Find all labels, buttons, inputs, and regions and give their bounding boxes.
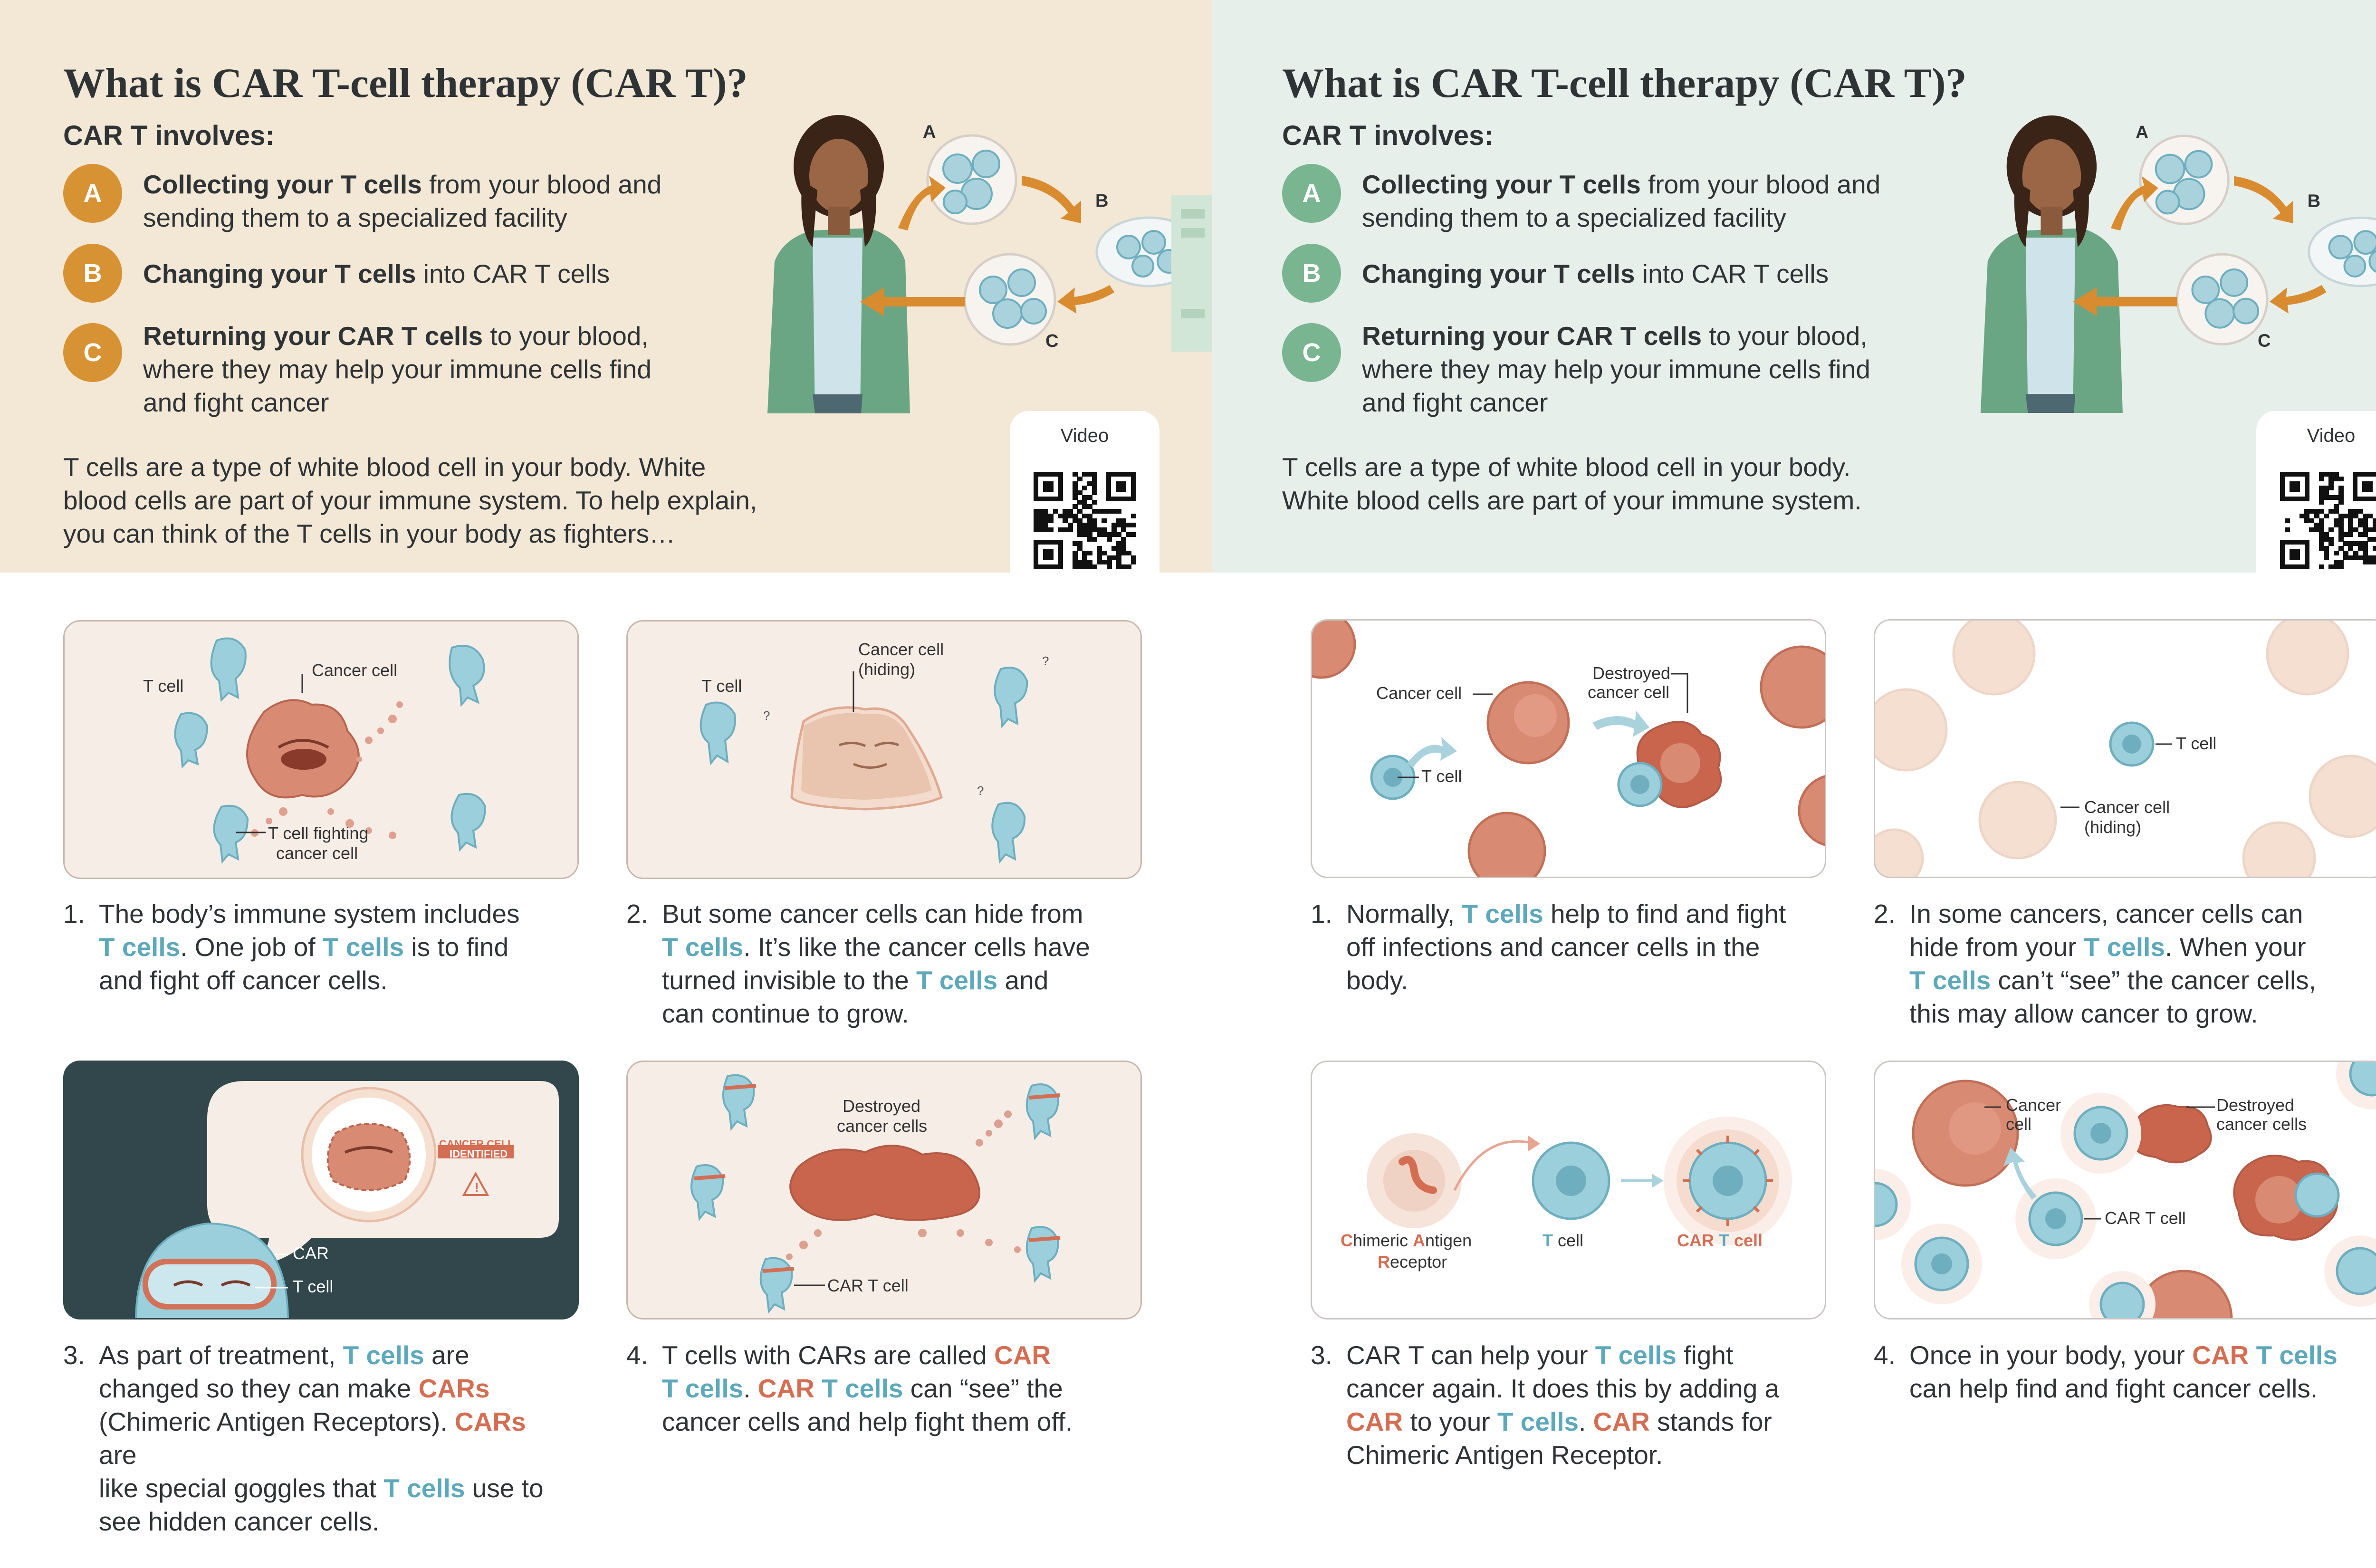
caption-cancer-cell: Cancer cell bbox=[858, 640, 944, 659]
right-handout: What is CAR T-cell therapy (CAR T)? CAR … bbox=[1212, 0, 2376, 1568]
caption-cancer-cell: cancer cell bbox=[1588, 682, 1670, 702]
t-cell-characters bbox=[174, 637, 487, 864]
caption-cancer-cell: Cancer cell bbox=[1376, 683, 1462, 703]
svg-text:!: ! bbox=[475, 1180, 479, 1195]
caption-car-t-cell: CAR T cell bbox=[2105, 1208, 2186, 1228]
hiding-cancer-cells bbox=[1875, 621, 2376, 877]
intro-paragraph: T cells are a type of white blood cell i… bbox=[1282, 452, 1862, 515]
caption-t-cell: T cell bbox=[701, 676, 742, 696]
caption-cancer-cell: Cancer cell bbox=[312, 660, 398, 680]
caption-hiding: (hiding) bbox=[2084, 817, 2142, 837]
video-label: Video bbox=[1060, 425, 1109, 446]
svg-text:A: A bbox=[2136, 123, 2148, 143]
illustration-card-2: T cell Cancer cell (hiding) bbox=[1874, 619, 2376, 878]
svg-text:A: A bbox=[923, 122, 936, 142]
step-text: Changing your T cells into CAR T cells bbox=[143, 259, 610, 288]
arrow-icon bbox=[2073, 176, 2327, 316]
illustration-card-3: Chimeric Antigen Receptor T cell CAR T c… bbox=[1311, 1061, 1826, 1319]
involves-label: CAR T involves: bbox=[63, 120, 275, 151]
svg-text:?: ? bbox=[763, 708, 770, 723]
caption-t-cell: T cell bbox=[1421, 766, 1462, 786]
video-label: Video bbox=[2307, 425, 2356, 446]
header-section: What is CAR T-cell therapy (CAR T)? CAR … bbox=[1212, 0, 2376, 573]
cell-diagram bbox=[2139, 134, 2376, 345]
caption-cancer-cells: cancer cells bbox=[837, 1116, 928, 1136]
caption-chimeric-antigen: Chimeric Antigen bbox=[1341, 1231, 1472, 1250]
illustration-card-3: ! CANCER CELL IDENTIFIED CAR T cell bbox=[63, 1061, 579, 1319]
svg-text:B: B bbox=[2308, 191, 2320, 211]
step-badge: C bbox=[1282, 323, 1341, 382]
step-text: Collecting your T cells from your blood … bbox=[143, 170, 662, 232]
leader-lines bbox=[236, 674, 303, 833]
caption-hiding: (hiding) bbox=[858, 660, 916, 679]
t-cell-characters bbox=[699, 667, 1028, 864]
involves-label: CAR T involves: bbox=[1282, 120, 1494, 151]
caption-car-t-cell: CAR T cell bbox=[827, 1276, 909, 1295]
page-title: What is CAR T-cell therapy (CAR T)? bbox=[1282, 60, 1967, 106]
hiding-cancer-cell-illustration bbox=[790, 706, 943, 811]
caption-car-t-cell: CAR T cell bbox=[1677, 1231, 1763, 1250]
illustration-card-1: Cancer cell Destroyed cancer cell T cell bbox=[1311, 619, 1826, 878]
person-illustration bbox=[1980, 115, 2123, 413]
svg-text:C: C bbox=[1045, 331, 1058, 351]
caption-t-cell: T cell bbox=[293, 1277, 334, 1296]
process-illustration: A B C bbox=[741, 109, 1212, 423]
cancer-cell-illustration bbox=[1312, 621, 1825, 877]
illustration-card-4: Destroyed cancer cells CAR T cell bbox=[626, 1061, 1142, 1319]
step-text: Returning your CAR T cells to your blood… bbox=[143, 321, 651, 417]
step-badge: B bbox=[1282, 244, 1341, 303]
qr-code[interactable] bbox=[1034, 472, 1136, 570]
caption-t-cell: T cell bbox=[143, 676, 184, 696]
cancer-cell-illustration bbox=[246, 699, 360, 799]
illustration-card-4: Cancer cell Destroyed cancer cells CAR T… bbox=[1874, 1061, 2376, 1319]
caption-cancer-cells: cancer cells bbox=[2216, 1114, 2307, 1134]
debris bbox=[251, 701, 403, 839]
step-text: Collecting your T cells from your blood … bbox=[1362, 170, 1881, 232]
caption-car: CAR bbox=[293, 1243, 329, 1263]
caption-cancer-cell: Cancer cell bbox=[2084, 797, 2170, 817]
svg-text:?: ? bbox=[1042, 654, 1049, 668]
illustration-card-1: T cell Cancer cell T cell fighting cance… bbox=[63, 620, 579, 879]
caption-cancer: Cancer bbox=[2006, 1095, 2061, 1115]
car-t-cells bbox=[1875, 1062, 2376, 1318]
caption-fighting-1: T cell fighting bbox=[268, 823, 369, 843]
caption-cancer-cell-identified: CANCER CELL bbox=[439, 1138, 514, 1150]
qr-code[interactable] bbox=[2280, 472, 2376, 570]
left-handout: What is CAR T-cell therapy (CAR T)? CAR … bbox=[0, 0, 1212, 1536]
video-qr-card[interactable]: Video bbox=[2256, 411, 2376, 573]
svg-text:B: B bbox=[1095, 191, 1108, 211]
caption-identified: IDENTIFIED bbox=[450, 1148, 508, 1160]
step-text: Changing your T cells into CAR T cells bbox=[1362, 259, 1829, 288]
process-illustration: A B C bbox=[1954, 109, 2376, 423]
caption-t-cell: T cell bbox=[2176, 734, 2217, 753]
step-badge: A bbox=[63, 164, 122, 223]
step-badge: C bbox=[63, 323, 122, 382]
step-text: Returning your CAR T cells to your blood… bbox=[1362, 321, 1870, 417]
caption-destroyed: Destroyed bbox=[2216, 1095, 2295, 1115]
caption-fighting-2: cancer cell bbox=[276, 843, 358, 863]
svg-text:?: ? bbox=[977, 784, 984, 798]
step-badge: A bbox=[1282, 164, 1341, 223]
t-cell-with-goggles bbox=[135, 1222, 289, 1318]
caption-destroyed: Destroyed bbox=[843, 1096, 921, 1116]
caption-destroyed: Destroyed bbox=[1592, 663, 1671, 683]
header-section: What is CAR T-cell therapy (CAR T)? CAR … bbox=[0, 0, 1212, 573]
svg-text:C: C bbox=[2258, 331, 2271, 351]
caption-t-cell: T cell bbox=[1542, 1231, 1584, 1250]
arrow-icon bbox=[860, 176, 1114, 316]
intro-paragraph: T cells are a type of white blood cell i… bbox=[63, 452, 757, 548]
caption-cell: cell bbox=[2006, 1114, 2032, 1134]
caption-receptor: Receptor bbox=[1378, 1252, 1447, 1272]
video-qr-card[interactable]: Video bbox=[1010, 411, 1159, 573]
person-illustration bbox=[767, 115, 910, 413]
page-title: What is CAR T-cell therapy (CAR T)? bbox=[63, 60, 748, 106]
step-badge: B bbox=[63, 244, 122, 303]
illustration-card-2: ? ? ? T cell Cancer cell (hiding) bbox=[626, 620, 1142, 879]
cell-diagram bbox=[926, 134, 1212, 352]
